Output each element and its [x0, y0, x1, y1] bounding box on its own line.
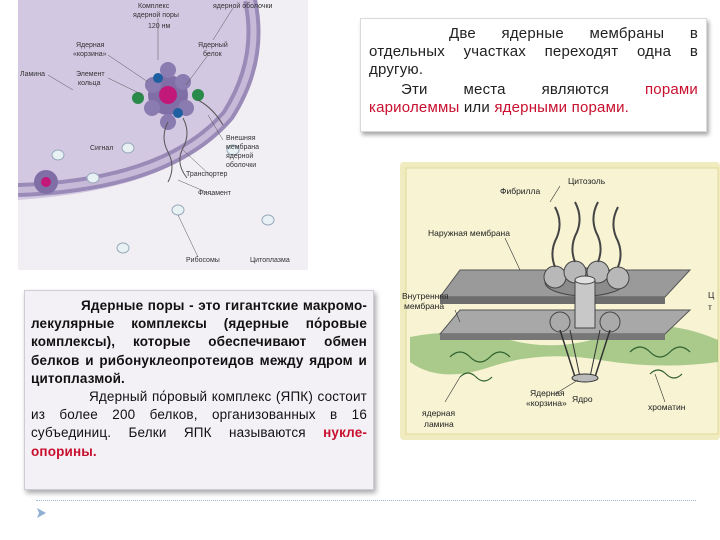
- label-envelope: ядерной оболочки: [213, 2, 273, 10]
- label-filament: Филамент: [198, 190, 232, 197]
- label-nuclear-protein-2: белок: [203, 50, 223, 58]
- pore-text-c: или: [459, 99, 495, 116]
- label-outer-2: мембрана: [226, 143, 259, 151]
- label-outer-3: ядерной: [226, 152, 253, 160]
- pore-complex: [132, 62, 204, 130]
- nuclear-pore-diagram: Комплекс ядерной поры 120 нм ядерной обо…: [18, 0, 308, 270]
- label-lamina-1: ядерная: [422, 408, 455, 418]
- pore-complex-desc: - это гигантские макромо-лекулярные комп…: [31, 298, 367, 386]
- label-complex-2: ядерной поры: [133, 11, 179, 19]
- label-basket-2: «корзина»: [526, 398, 567, 408]
- label-inner-2: мембрана: [404, 301, 444, 311]
- pore-cross-section-illustration: Цитозоль Фибрилла Наружная мембрана Внут…: [400, 162, 720, 440]
- pore-cross-section-diagram: Цитозоль Фибрилла Наружная мембрана Внут…: [400, 162, 720, 440]
- label-cut-1: Ц: [708, 290, 715, 300]
- label-transporter: Транспортер: [186, 171, 227, 178]
- label-fibril: Фибрилла: [500, 186, 540, 196]
- label-ring: Элемент: [76, 71, 105, 78]
- label-cytosol: Цитозоль: [568, 176, 606, 186]
- membrane-text: Две ядерные мембраны в отдельных участка…: [369, 25, 698, 78]
- label-outer: Внешняя: [226, 135, 256, 142]
- next-slide-arrow-icon[interactable]: [34, 506, 48, 520]
- label-cytoplasm: Цитоплазма: [250, 257, 290, 264]
- nuclear-pore-illustration: Комплекс ядерной поры 120 нм ядерной обо…: [18, 0, 308, 270]
- pore-complex-3d: [543, 260, 630, 383]
- label-lamina: Ламина: [20, 71, 45, 78]
- pore-complex-text-2: Ядерный по́ровый комплекс (ЯПК) состоит …: [31, 388, 367, 461]
- pore-text: Эти места являются порами кариолеммы или…: [369, 81, 698, 117]
- label-lamina-2: ламина: [424, 419, 454, 429]
- label-outer-4: оболочки: [226, 161, 256, 169]
- label-ring-2: кольца: [78, 80, 101, 87]
- label-size: 120 нм: [148, 23, 170, 30]
- label-chromatin: хроматин: [648, 402, 686, 412]
- label-ribosomes: Рибосомы: [186, 256, 220, 264]
- label-nucleus: Ядро: [572, 394, 593, 404]
- pore-term-nuclear: ядерными порами.: [494, 99, 630, 116]
- pore-term: Ядерные поры: [81, 298, 185, 313]
- label-signal: Сигнал: [90, 145, 113, 152]
- label-inner-1: Внутренняя: [402, 291, 449, 301]
- pore-complex-box: Ядерные поры - это гигантские макромо-ле…: [24, 290, 374, 490]
- label-cut-2: т: [708, 302, 712, 312]
- pore-text-a: Эти места являются: [401, 81, 645, 98]
- label-basket-2: «корзина»: [73, 51, 107, 58]
- label-nuclear-protein: Ядерный: [198, 41, 228, 49]
- label-outer-membrane: Наружная мембрана: [428, 228, 510, 238]
- pore-complex-text-1: Ядерные поры - это гигантские макромо-ле…: [31, 297, 367, 388]
- nucleoporins-term: нукле-опорины.: [31, 425, 367, 459]
- pore-term-karyolemma: порами кариолеммы: [369, 81, 698, 116]
- label-basket-1: Ядерная: [530, 388, 565, 398]
- label-complex: Комплекс: [138, 3, 170, 10]
- footer-divider: [36, 500, 696, 501]
- pore-definition-box: Две ядерные мембраны в отдельных участка…: [360, 18, 707, 132]
- npc-desc: Ядерный по́ровый комплекс (ЯПК) состоит …: [31, 389, 367, 441]
- label-basket: Ядерная: [76, 42, 105, 49]
